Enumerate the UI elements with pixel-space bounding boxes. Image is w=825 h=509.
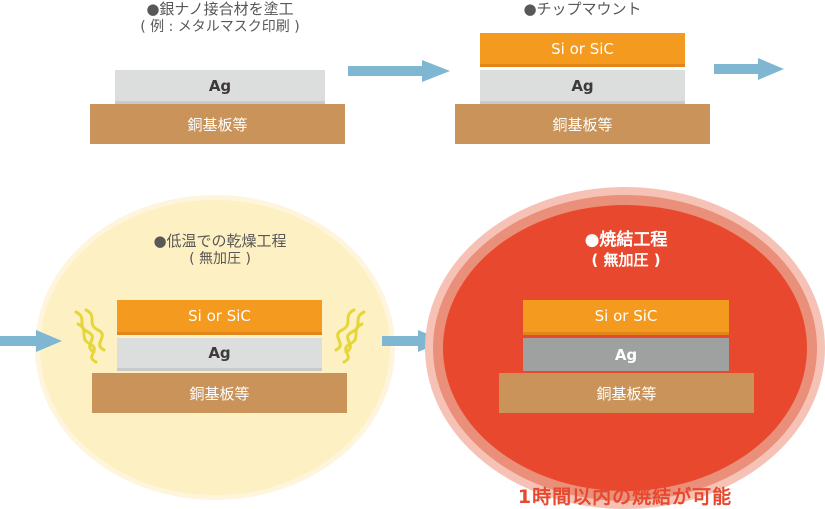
arrow-right-icon [348,60,450,82]
step2-caption: ●チップマウント [480,0,685,18]
step3-substrate: 銅基板等 [92,373,347,413]
step1-caption: ●銀ナノ接合材を塗工 ( 例 : メタルマスク印刷 ) [115,0,325,36]
step3-title: ●低温での乾燥工程 [153,232,287,250]
heat-wave-right-icon [334,308,366,364]
sintering-time-note: 1時間以内の焼結が可能 [517,486,733,508]
step4-substrate: 銅基板等 [499,373,754,413]
step1-substrate: 銅基板等 [90,104,345,144]
heat-wave-left-icon [74,308,106,364]
step3-chip-layer: Si or SiC [117,300,322,335]
step4-chip-layer: Si or SiC [523,300,729,335]
step2-ag-layer: Ag [480,70,685,104]
step1-subtitle: ( 例 : メタルマスク印刷 ) [140,19,300,35]
step3-caption: ●低温での乾燥工程 ( 無加圧 ) [115,232,325,268]
step4-ag-layer: Ag [523,338,729,371]
step2-chip-layer: Si or SiC [480,33,685,67]
step2-title: ●チップマウント [523,0,642,18]
arrow-right-icon [0,330,62,352]
step2-substrate: 銅基板等 [455,104,710,144]
step1-title: ●銀ナノ接合材を塗工 [146,0,294,18]
arrow-right-icon [714,58,784,80]
step3-subtitle: ( 無加圧 ) [189,251,251,267]
step1-ag-layer: Ag [115,70,325,104]
step4-caption: ●焼結工程 ( 無加圧 ) [523,230,729,270]
step4-title: ●焼結工程 [584,230,668,250]
step4-subtitle: ( 無加圧 ) [591,251,661,269]
step3-ag-layer: Ag [117,338,322,371]
